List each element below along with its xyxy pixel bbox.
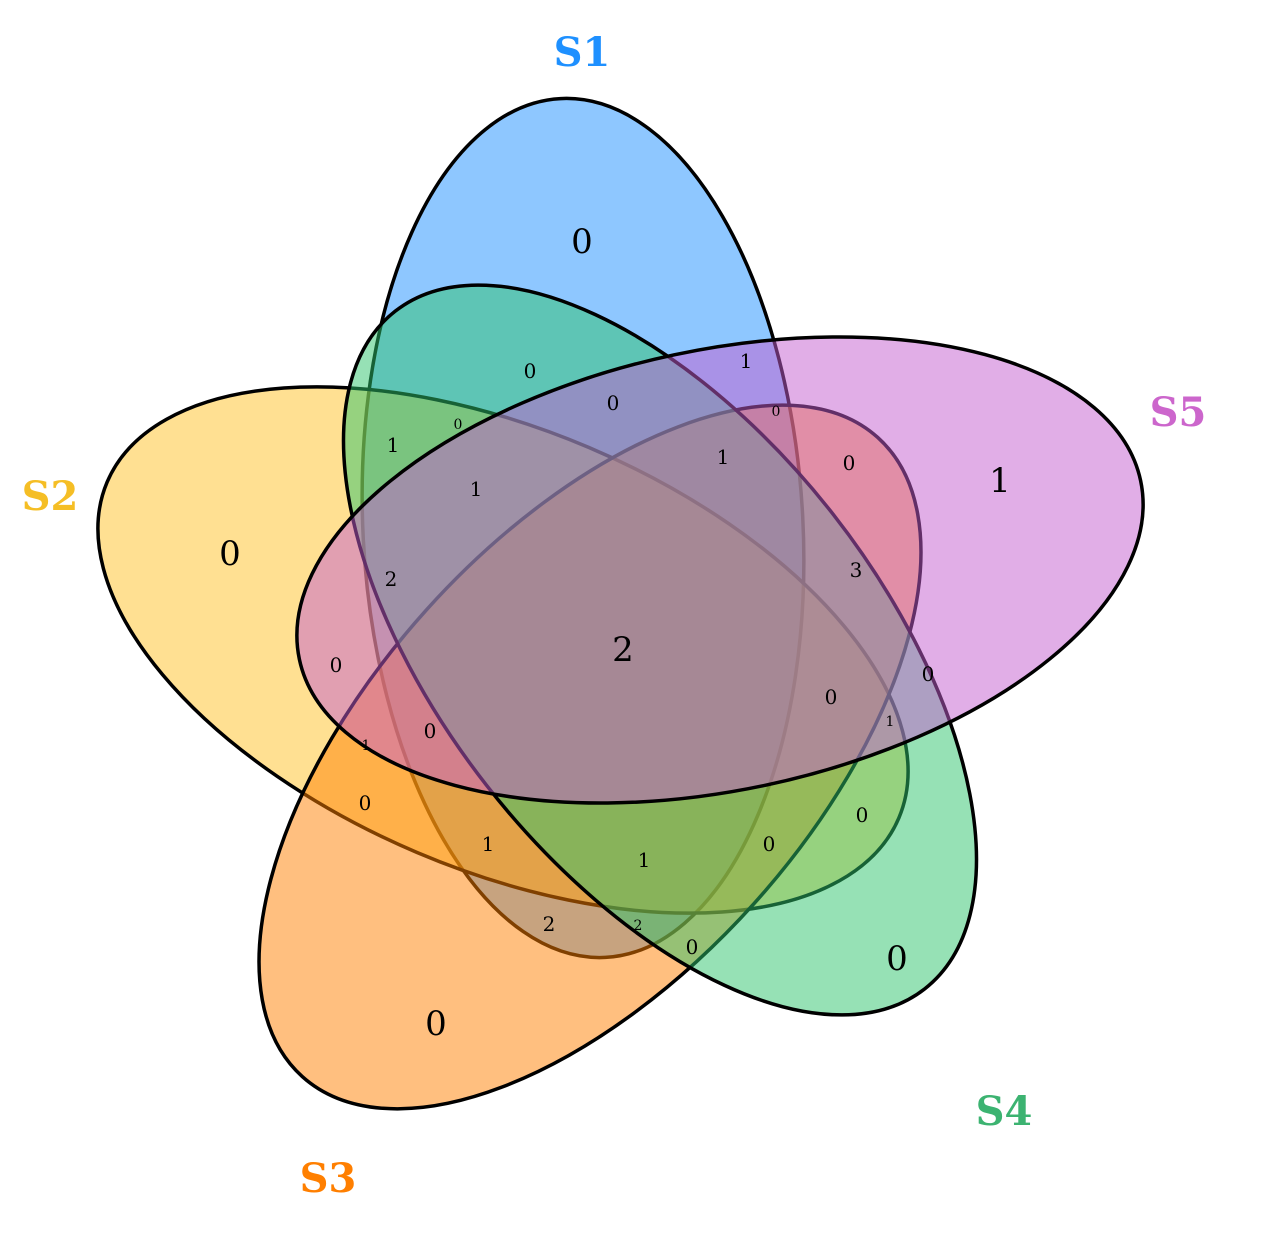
region-count: 0: [686, 935, 699, 959]
region-count: 1: [482, 832, 495, 856]
region-count: 0: [843, 451, 856, 475]
region-count: 0: [607, 391, 620, 415]
region-count: 2: [634, 918, 643, 934]
region-count: 0: [524, 359, 537, 383]
region-count: 1: [989, 461, 1011, 501]
set-s5-ellipse: [295, 335, 1145, 805]
region-count: 1: [740, 349, 753, 373]
region-count: 1: [470, 477, 483, 501]
region-count: 1: [717, 445, 730, 469]
region-count: 2: [612, 630, 634, 670]
region-count: 0: [856, 803, 869, 827]
region-count: 0: [772, 404, 781, 420]
region-count: 3: [850, 558, 863, 582]
set-label-s3: S3: [300, 1155, 357, 1202]
region-count: 0: [922, 662, 935, 686]
set-label-s4: S4: [976, 1088, 1033, 1135]
region-count: 0: [825, 685, 838, 709]
region-count: 1: [387, 433, 400, 457]
region-count: 0: [424, 719, 437, 743]
set-label-s2: S2: [22, 473, 79, 520]
region-count: 0: [330, 653, 343, 677]
region-count: 1: [362, 738, 371, 754]
region-count: 0: [219, 534, 241, 574]
region-counts: 0 0 0 0 1 2 0 1 0 0 1 0 1 0 1 2 3 0 0 0 …: [219, 222, 1011, 1044]
region-count: 0: [763, 832, 776, 856]
region-count: 1: [638, 848, 651, 872]
region-count: 1: [886, 714, 895, 730]
region-count: 2: [543, 912, 556, 936]
region-count: 0: [886, 939, 908, 979]
region-count: 0: [425, 1004, 447, 1044]
set-label-s1: S1: [554, 29, 611, 76]
set-label-s5: S5: [1150, 389, 1207, 436]
region-count: 0: [359, 791, 372, 815]
region-count: 0: [454, 417, 463, 433]
region-count: 2: [385, 567, 398, 591]
region-count: 0: [571, 222, 593, 262]
